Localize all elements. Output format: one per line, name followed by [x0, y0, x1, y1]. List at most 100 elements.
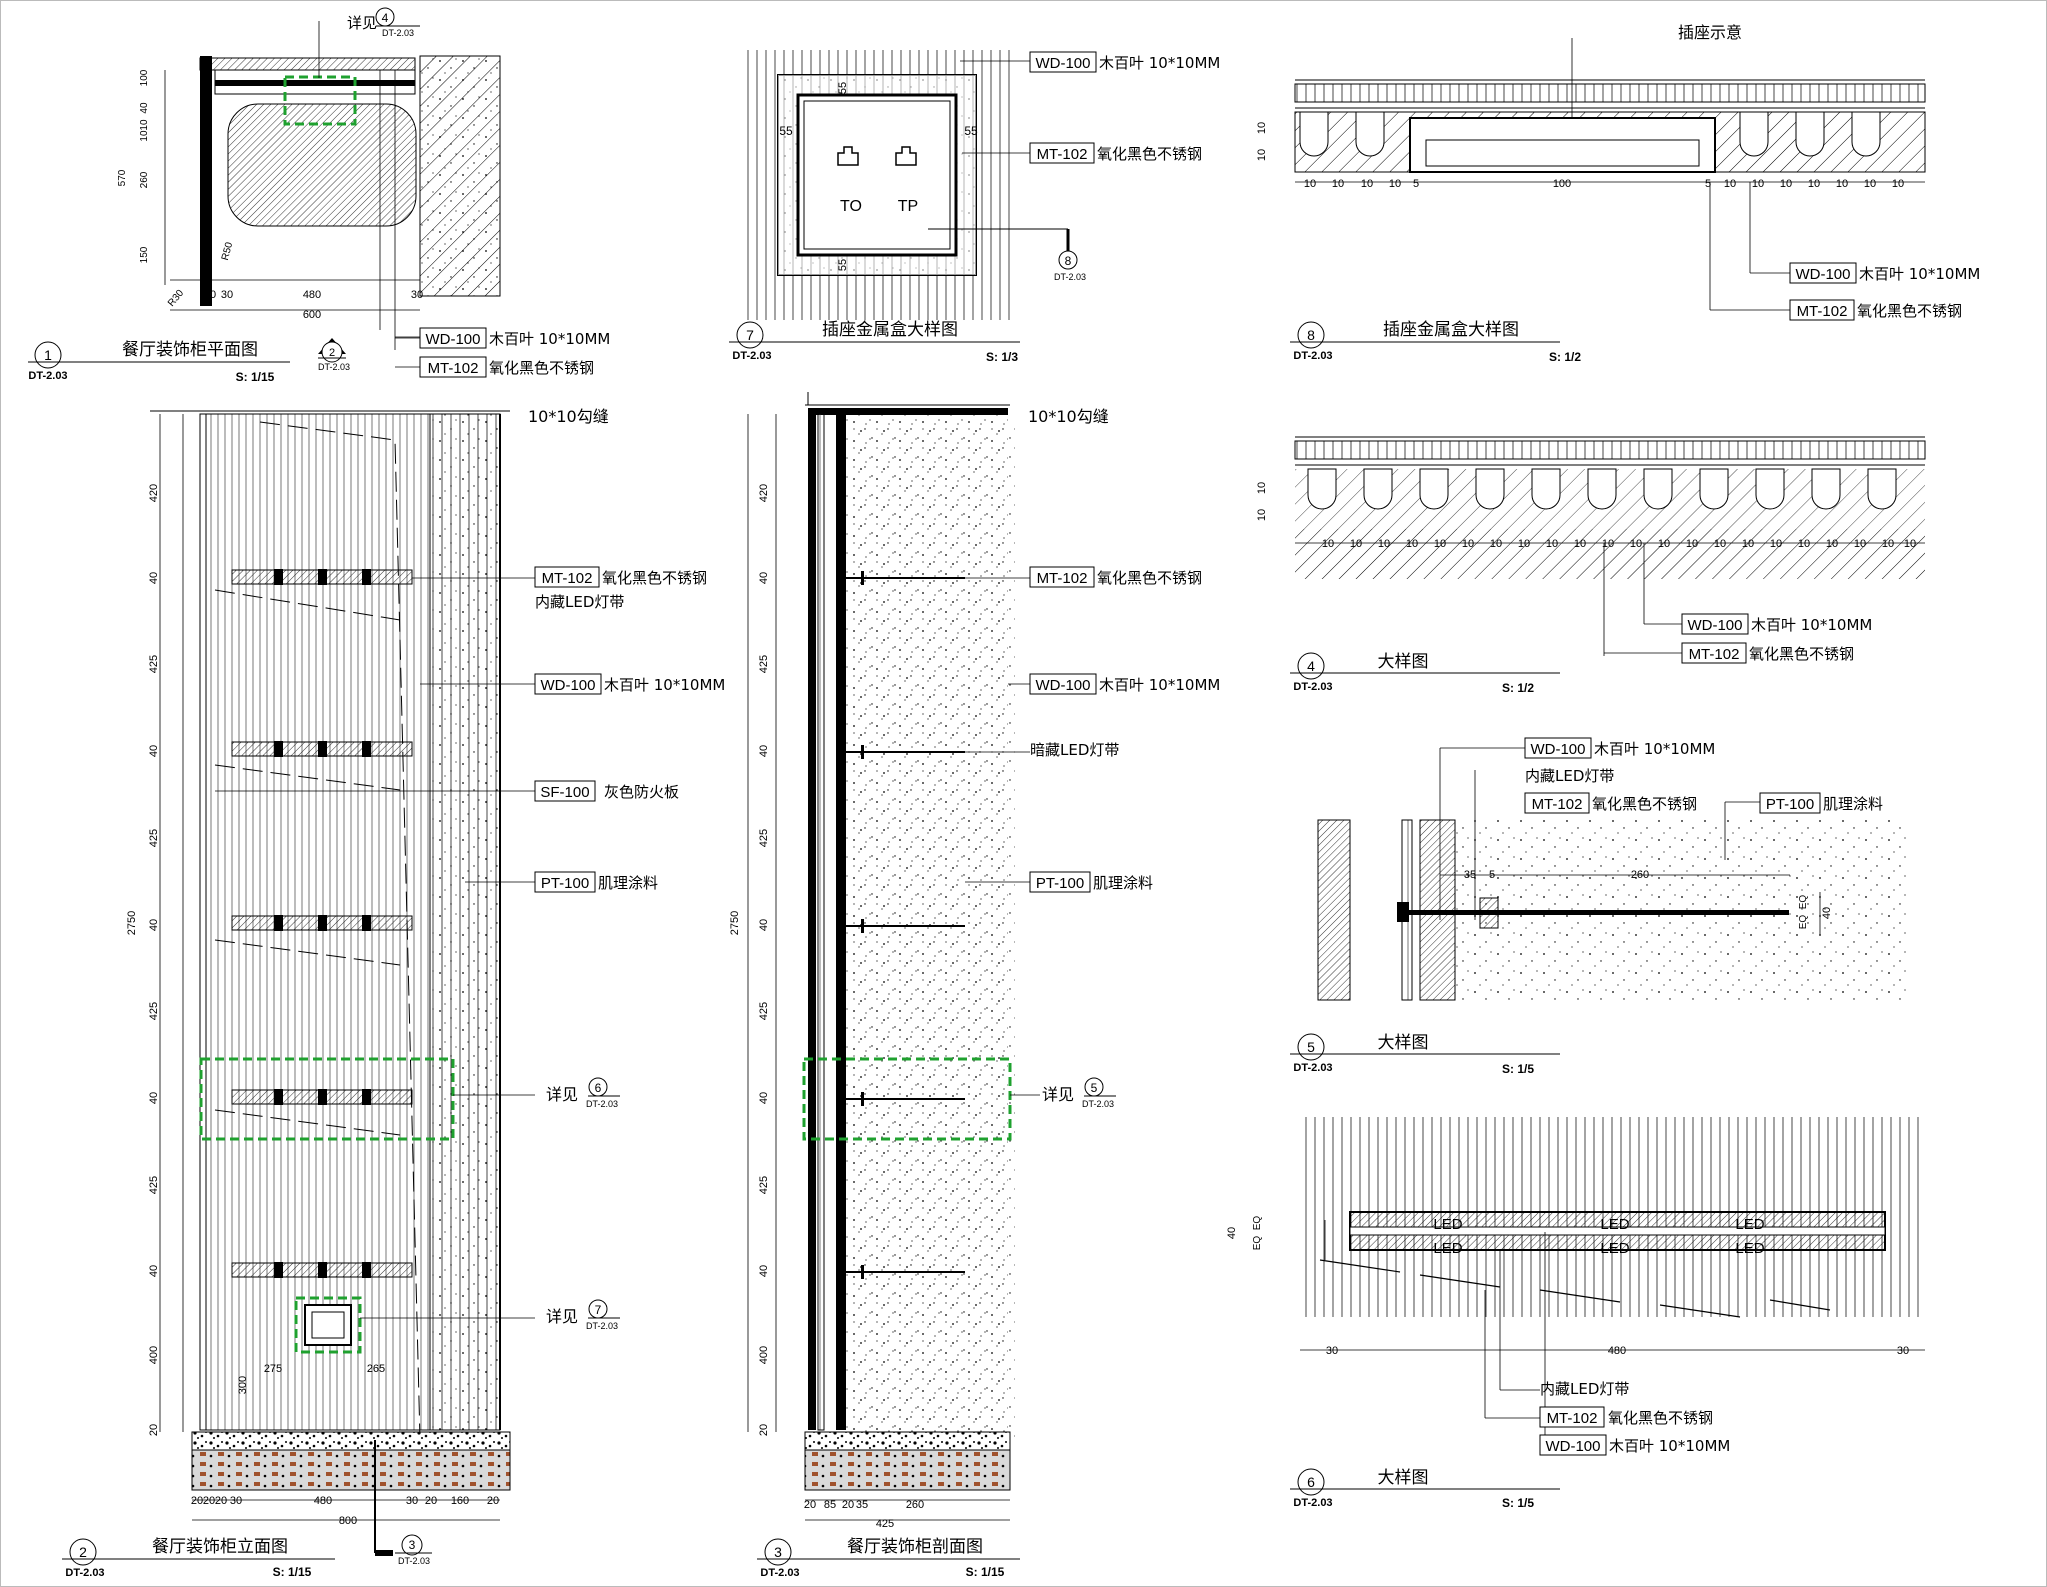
svg-text:425: 425 — [148, 829, 160, 847]
svg-text:10: 10 — [1361, 178, 1373, 190]
svg-text:DT-2.03: DT-2.03 — [65, 1567, 104, 1579]
svg-text:WD-100: WD-100 — [1545, 1438, 1600, 1455]
led-shelf-detail — [1300, 1117, 1925, 1447]
detail-highlight-box — [199, 1057, 455, 1141]
svg-text:20: 20 — [758, 1424, 770, 1436]
svg-text:20: 20 — [215, 1495, 227, 1507]
svg-text:大样图: 大样图 — [1378, 1468, 1429, 1488]
dim: 10 — [139, 119, 150, 131]
dim-total: 800 — [339, 1515, 357, 1527]
dim: 480 — [303, 289, 321, 301]
svg-text:420: 420 — [148, 484, 160, 502]
svg-text:10: 10 — [1546, 538, 1558, 550]
svg-text:35: 35 — [856, 1499, 868, 1511]
svg-text:DT-2.03: DT-2.03 — [760, 1567, 799, 1579]
svg-text:DT-2.03: DT-2.03 — [318, 362, 350, 372]
svg-text:260: 260 — [906, 1499, 924, 1511]
svg-text:DT-2.03: DT-2.03 — [1054, 272, 1086, 282]
view-title-6: 6 DT-2.03 大样图 S: 1/5 — [1290, 1468, 1560, 1510]
svg-text:MT-102: MT-102 — [1037, 146, 1088, 163]
view-title-4: 4 DT-2.03 大样图 S: 1/2 — [1290, 652, 1560, 695]
svg-text:30: 30 — [406, 1495, 418, 1507]
svg-text:SF-100: SF-100 — [540, 784, 589, 801]
louver-tooth — [1811, 468, 1841, 510]
dim: 260 — [139, 171, 150, 188]
socket-hint: 插座示意 — [1678, 23, 1742, 42]
detail8-labels: WD-100 木百叶 10*10MM MT-102 氧化黑色不锈钢 — [1710, 262, 1980, 321]
dim-total: 600 — [303, 309, 321, 321]
svg-text:40: 40 — [758, 1092, 770, 1104]
svg-text:7: 7 — [595, 1303, 602, 1317]
svg-text:5: 5 — [1413, 178, 1419, 190]
svg-text:EQ: EQ — [1252, 1216, 1263, 1231]
svg-text:木百叶 10*10MM: 木百叶 10*10MM — [1859, 265, 1980, 283]
svg-text:30: 30 — [230, 1495, 242, 1507]
louver-tooth — [1699, 468, 1729, 510]
section-horizontal-dims: 20 85 20 35 260 425 — [804, 1499, 924, 1530]
svg-text:5: 5 — [1307, 1039, 1315, 1055]
svg-text:20: 20 — [842, 1499, 854, 1511]
svg-text:木百叶 10*10MM: 木百叶 10*10MM — [1751, 616, 1872, 634]
svg-text:420: 420 — [758, 484, 770, 502]
svg-text:55: 55 — [964, 124, 978, 138]
svg-text:30: 30 — [1897, 1345, 1909, 1357]
detail8-dims: 10 10 10 10 5 100 5 10 10 10 10 10 10 10… — [1256, 122, 1904, 190]
svg-text:275: 275 — [264, 1363, 282, 1375]
svg-text:5: 5 — [1489, 869, 1495, 881]
dim: 30 — [411, 289, 423, 301]
svg-text:S: 1/3: S: 1/3 — [986, 350, 1018, 364]
svg-text:400: 400 — [148, 1346, 160, 1364]
svg-text:氧化黑色不锈钢: 氧化黑色不锈钢 — [1097, 569, 1202, 587]
svg-text:S: 1/15: S: 1/15 — [273, 1565, 312, 1579]
svg-text:20: 20 — [203, 1495, 215, 1507]
svg-text:40: 40 — [758, 919, 770, 931]
louver-tooth — [1307, 468, 1337, 510]
svg-text:40: 40 — [1226, 1227, 1238, 1239]
svg-text:35: 35 — [1464, 869, 1476, 881]
svg-text:10: 10 — [1724, 178, 1736, 190]
svg-text:木百叶 10*10MM: 木百叶 10*10MM — [604, 676, 725, 694]
section-view — [747, 392, 1015, 1521]
svg-text:10*10勾缝: 10*10勾缝 — [1028, 407, 1109, 426]
socket-plan-detail — [1294, 38, 1926, 310]
svg-text:DT-2.03: DT-2.03 — [398, 1556, 430, 1566]
svg-text:MT-102: MT-102 — [542, 570, 593, 587]
svg-text:WD-100: WD-100 — [540, 677, 595, 694]
louver-tooth — [1531, 468, 1561, 510]
svg-text:S: 1/5: S: 1/5 — [1502, 1496, 1534, 1510]
svg-text:10: 10 — [1322, 538, 1334, 550]
svg-text:WD-100: WD-100 — [1035, 55, 1090, 72]
svg-text:10: 10 — [1304, 178, 1316, 190]
detail6-dims: 30 480 30 EQ EQ 40 — [1226, 1216, 1909, 1357]
detail4-labels: WD-100 木百叶 10*10MM MT-102 氧化黑色不锈钢 — [1604, 613, 1872, 664]
radius-label: R50 — [220, 241, 235, 262]
svg-text:肌理涂料: 肌理涂料 — [598, 874, 658, 892]
svg-text:10: 10 — [1332, 178, 1344, 190]
svg-text:10: 10 — [1490, 538, 1502, 550]
svg-text:LED: LED — [1433, 1240, 1462, 1257]
svg-text:10: 10 — [1658, 538, 1670, 550]
svg-text:40: 40 — [148, 1265, 160, 1277]
svg-text:10: 10 — [1256, 149, 1268, 161]
callout-3: 3 DT-2.03 — [374, 1440, 432, 1566]
svg-text:木百叶 10*10MM: 木百叶 10*10MM — [1594, 740, 1715, 758]
socket-box-labels: WD-100 木百叶 10*10MM MT-102 氧化黑色不锈钢 — [1029, 51, 1220, 164]
svg-text:8: 8 — [1065, 254, 1072, 268]
detail5-labels: WD-100 木百叶 10*10MM 内藏LED灯带 MT-102 氧化黑色不锈… — [1440, 737, 1883, 814]
svg-text:DT-2.03: DT-2.03 — [382, 28, 414, 38]
svg-text:5: 5 — [1705, 178, 1711, 190]
svg-text:WD-100: WD-100 — [1687, 617, 1742, 634]
svg-text:LED: LED — [1735, 1240, 1764, 1257]
svg-text:480: 480 — [1608, 1345, 1626, 1357]
svg-text:DT-2.03: DT-2.03 — [732, 350, 771, 362]
svg-text:DT-2.03: DT-2.03 — [1293, 1497, 1332, 1509]
svg-text:425: 425 — [758, 829, 770, 847]
svg-text:260: 260 — [1631, 869, 1649, 881]
detail-highlight-box — [294, 1296, 362, 1354]
svg-text:40: 40 — [148, 1092, 160, 1104]
svg-text:插座金属盒大样图: 插座金属盒大样图 — [1383, 320, 1519, 340]
svg-text:20: 20 — [425, 1495, 437, 1507]
elevation-view — [150, 410, 511, 1521]
svg-text:WD-100: WD-100 — [1035, 677, 1090, 694]
louver-tooth — [1475, 468, 1505, 510]
